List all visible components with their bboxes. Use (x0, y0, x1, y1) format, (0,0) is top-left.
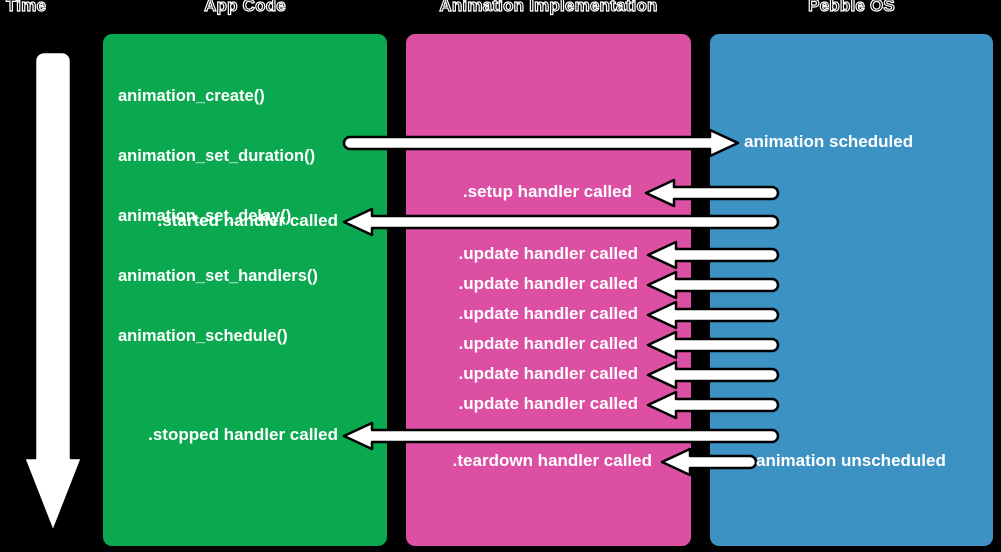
swimlane-animation-implementation (404, 32, 693, 548)
time-arrow-icon (22, 50, 84, 534)
label-animation-unscheduled: animation unscheduled (756, 451, 946, 470)
arrow-update-handler-2 (646, 270, 780, 300)
call-animation-create: animation_create() (118, 87, 265, 105)
arrow-started-handler (342, 207, 780, 237)
arrow-animation-scheduled (342, 128, 740, 158)
label-update-handler-4: .update handler called (458, 334, 639, 353)
column-header-app-code: App Code (203, 0, 286, 16)
label-teardown-handler: .teardown handler called (452, 451, 652, 470)
label-update-handler-6: .update handler called (458, 394, 639, 413)
arrow-stopped-handler (342, 421, 780, 451)
label-update-handler-1: .update handler called (458, 244, 639, 263)
column-header-animation-implementation: Animation Implementation (439, 0, 658, 16)
arrow-update-handler-6 (646, 390, 780, 420)
label-update-handler-3: .update handler called (458, 304, 639, 323)
label-animation-scheduled: animation scheduled (744, 132, 914, 151)
column-header-time: Time (5, 0, 47, 16)
arrow-update-handler-3 (646, 300, 780, 330)
swimlane-app-code (101, 32, 389, 548)
call-animation-set-delay: animation_set_delay() (118, 207, 292, 225)
label-stopped-handler: .stopped handler called (148, 425, 338, 444)
arrow-update-handler-4 (646, 330, 780, 360)
call-animation-set-handlers: animation_set_handlers() (118, 267, 318, 285)
arrow-update-handler-5 (646, 360, 780, 390)
label-setup-handler: .setup handler called (462, 182, 632, 201)
arrow-update-handler-1 (646, 240, 780, 270)
label-update-handler-5: .update handler called (458, 364, 639, 383)
label-update-handler-2: .update handler called (458, 274, 639, 293)
column-header-pebble-os: Pebble OS (807, 0, 895, 16)
call-animation-set-duration: animation_set_duration() (118, 147, 316, 165)
arrow-teardown-handler (660, 447, 758, 477)
label-started-handler: .started handler called (157, 211, 338, 230)
app-code-call-list: animation_create() animation_set_duratio… (118, 46, 318, 386)
call-animation-schedule: animation_schedule() (118, 327, 288, 345)
arrow-setup-handler (644, 178, 780, 208)
